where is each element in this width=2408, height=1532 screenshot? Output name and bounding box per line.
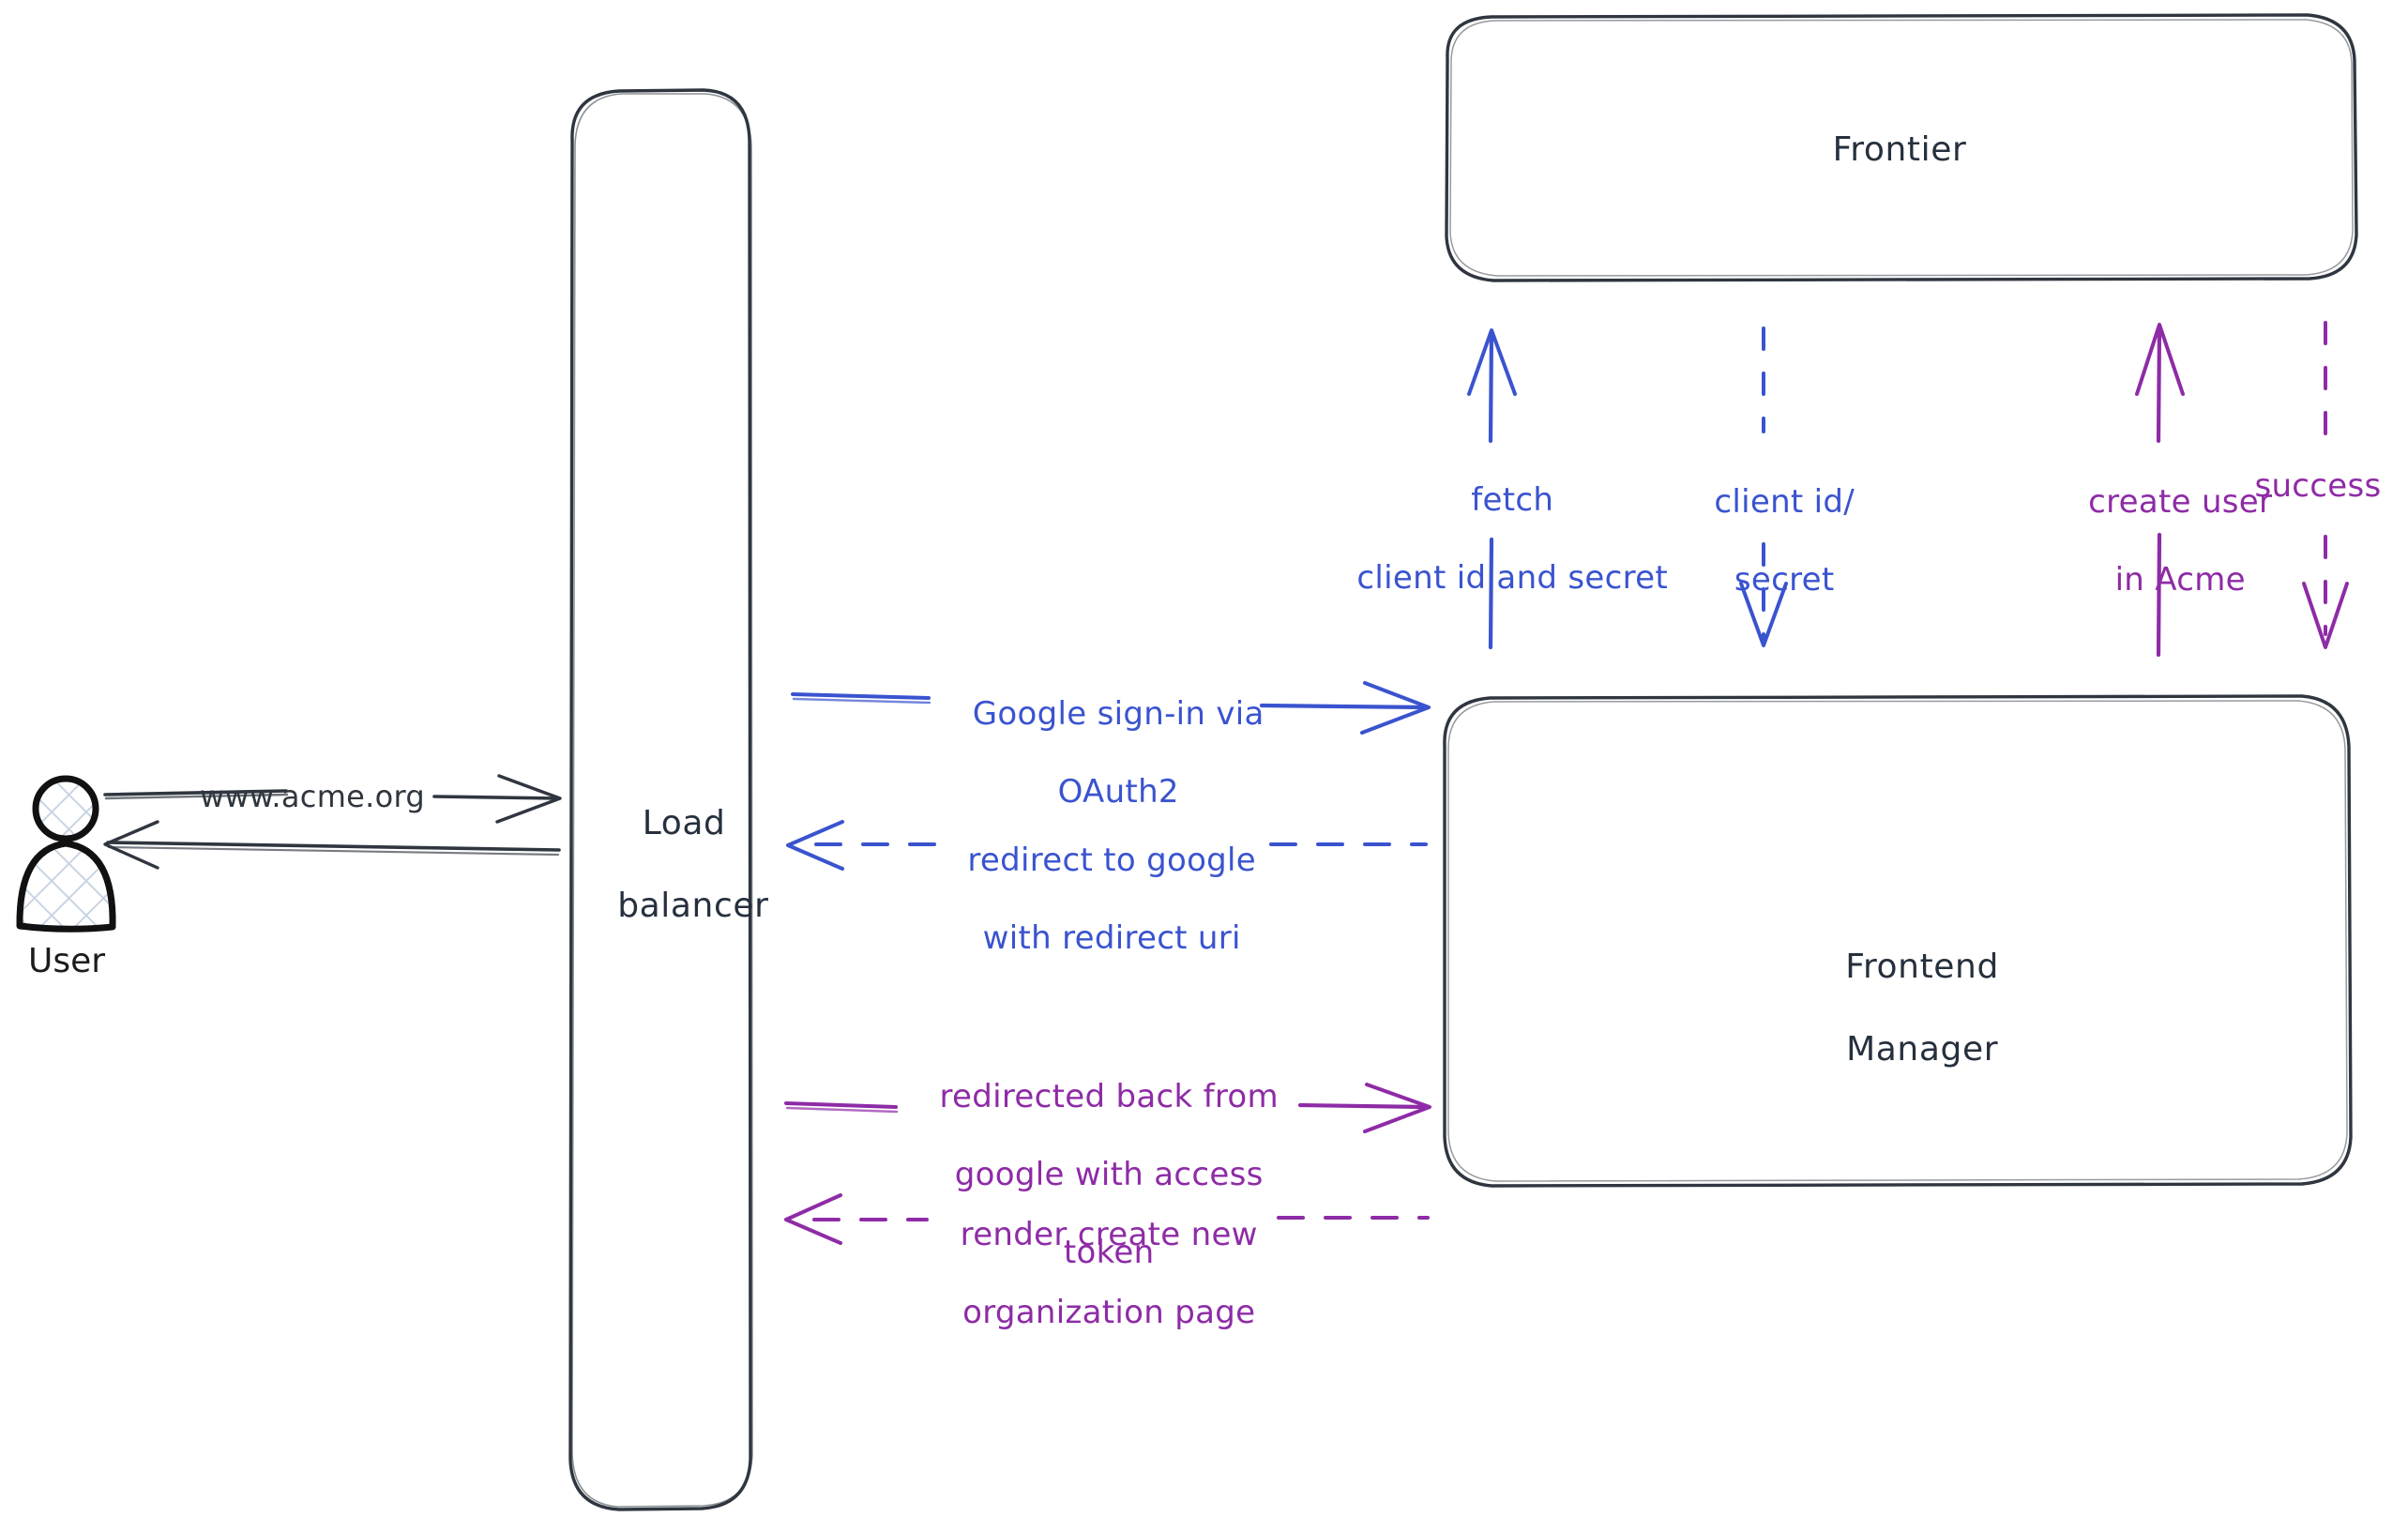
redirect-line2: with redirect uri (982, 919, 1241, 958)
lb-label-line2: balancer (617, 886, 769, 925)
node-label-load-balancer: Load balancer (572, 762, 768, 968)
render-line2: organization page (962, 1294, 1256, 1332)
credentials-line1: client id/ (1714, 483, 1855, 522)
lb-label-line1: Load (642, 803, 726, 842)
fetch-line2: client id and secret (1356, 559, 1669, 598)
node-frontier[interactable] (1445, 13, 2358, 282)
edge-label-redirected-back: redirected back from google with access … (872, 1039, 1304, 1312)
actor-label-user: User (27, 942, 106, 980)
create-user-line2: in Acme (2114, 561, 2246, 599)
token-line2: google with access (954, 1156, 1264, 1194)
node-frontend-manager[interactable] (1443, 694, 2353, 1188)
signin-line1: Google sign-in via (972, 695, 1265, 734)
create-user-line1: create user (2088, 483, 2273, 522)
edge-fm-to-frontier-fetch[interactable] (1467, 328, 1517, 650)
edge-label-render-create-org: render create new organization page (891, 1177, 1285, 1372)
token-line1: redirected back from (939, 1078, 1279, 1116)
edge-user-to-lb[interactable] (103, 774, 562, 824)
edge-frontier-to-fm-credentials[interactable] (1739, 326, 1788, 647)
edge-frontier-to-fm-success[interactable] (2302, 321, 2349, 649)
edge-label-client-id-secret: client id/ secret (1628, 445, 1900, 639)
fm-label-line2: Manager (1846, 1029, 1999, 1069)
edge-label-redirect-to-google: redirect to google with redirect uri (908, 803, 1274, 997)
edge-fm-to-frontier-create-user[interactable] (2135, 323, 2185, 658)
signin-line2: OAuth2 (1057, 773, 1179, 812)
edge-lb-to-fm-signin[interactable] (791, 681, 1431, 735)
edge-lb-to-fm-token[interactable] (784, 1083, 1431, 1133)
redirect-line1: redirect to google (967, 842, 1257, 880)
edge-label-fetch-client-id: fetch client id and secret (1299, 443, 1684, 637)
node-label-frontier: Frontier (1832, 130, 1967, 169)
fetch-line1: fetch (1471, 481, 1554, 520)
edge-fm-to-lb-redirect[interactable] (786, 820, 1428, 871)
render-line1: render create new (960, 1216, 1258, 1254)
fm-label-line1: Frontend (1845, 947, 1999, 986)
edge-label-create-user-in-acme: create user in Acme (2009, 445, 2310, 639)
node-label-frontend-manager: Frontend Manager (1689, 905, 2111, 1112)
edge-label-www-acme-org: www.acme.org (199, 779, 426, 814)
edge-label-google-signin: Google sign-in via OAuth2 (901, 657, 1295, 851)
credentials-line2: secret (1734, 561, 1835, 599)
edge-lb-to-user[interactable] (103, 820, 561, 870)
node-load-balancer[interactable] (568, 88, 753, 1511)
token-line3: token (1063, 1234, 1155, 1272)
edge-fm-to-lb-render[interactable] (784, 1193, 1430, 1245)
edge-label-success: success (2254, 467, 2382, 505)
actor-user[interactable] (16, 775, 116, 933)
